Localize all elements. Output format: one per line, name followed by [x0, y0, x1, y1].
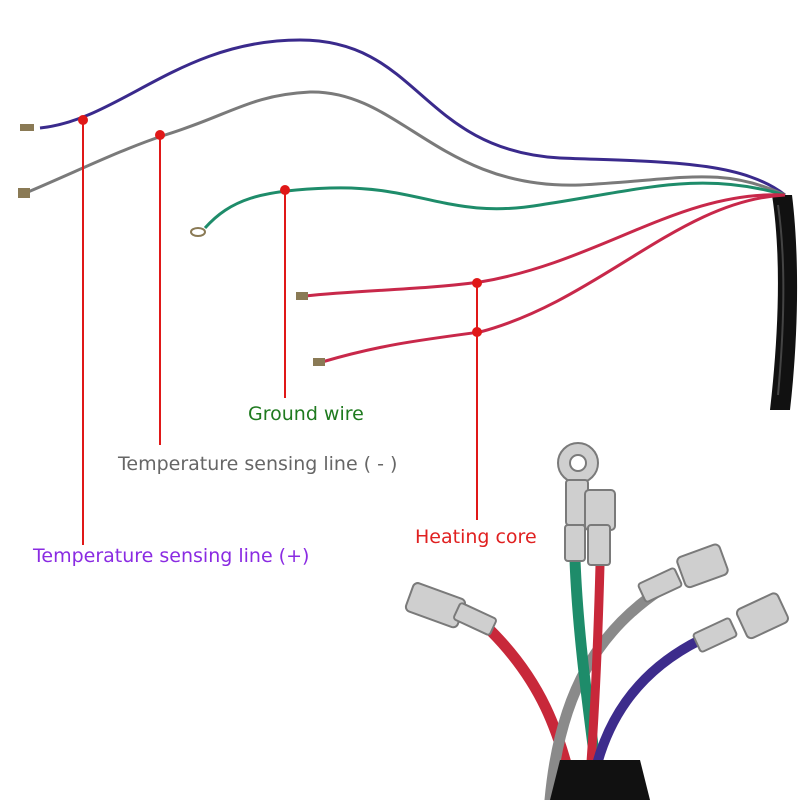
- crimp-terminal: [564, 524, 586, 562]
- leader-dot: [155, 130, 165, 140]
- closeup-wires: [484, 554, 705, 800]
- label-ground-wire: Ground wire: [248, 403, 364, 425]
- label-temperature-sensing-positive: Temperature sensing line (+): [33, 545, 310, 567]
- spade-terminal: [735, 592, 789, 640]
- spade-terminal: [676, 543, 729, 589]
- purple-wire: [39, 38, 786, 197]
- spade-terminal: [453, 602, 497, 636]
- leader-dot: [472, 327, 482, 337]
- spade-terminal: [637, 567, 683, 603]
- connector-tip: [296, 292, 308, 300]
- spade-terminal: [587, 524, 611, 566]
- leader-dot: [78, 115, 88, 125]
- closeup-black-sheath: [550, 760, 650, 800]
- green-wire: [203, 181, 786, 229]
- gray-wire: [27, 90, 786, 197]
- red-wire-2: [321, 193, 786, 364]
- red-wire-1: [304, 193, 786, 298]
- leader-dot: [472, 278, 482, 288]
- closeup-terminals: [404, 442, 789, 653]
- connector-ring: [190, 227, 206, 237]
- leader-dot: [280, 185, 290, 195]
- connector-tip: [18, 188, 30, 198]
- label-temperature-sensing-negative: Temperature sensing line ( - ): [118, 453, 398, 475]
- connector-tip: [20, 124, 34, 131]
- label-heating-core: Heating core: [415, 526, 537, 548]
- connector-tip: [313, 358, 325, 366]
- spade-terminal: [692, 617, 738, 653]
- cable-sheath-highlight: [777, 204, 785, 396]
